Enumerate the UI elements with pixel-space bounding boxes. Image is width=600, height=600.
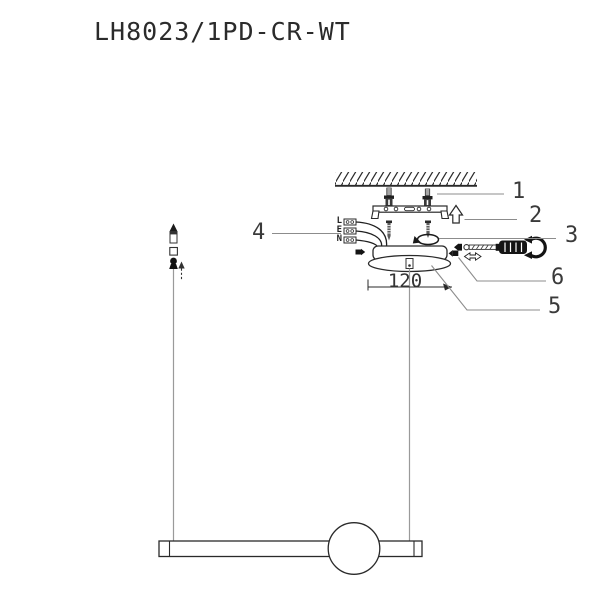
up-arrow-icon bbox=[448, 204, 464, 224]
dimension-line bbox=[367, 279, 452, 291]
callout-6: 6 bbox=[551, 265, 565, 290]
leader-6 bbox=[458, 257, 546, 282]
cable-adjuster-detail bbox=[169, 223, 185, 280]
leader-lines bbox=[272, 193, 556, 311]
leader-5 bbox=[431, 265, 540, 311]
ceiling-hatch-icon bbox=[335, 172, 477, 187]
callout-2: 2 bbox=[529, 203, 543, 228]
dimension-label: 120 bbox=[387, 270, 423, 292]
callout-1: 1 bbox=[512, 179, 526, 204]
lamp-sphere bbox=[327, 522, 381, 575]
rotation-arrow-icon bbox=[412, 233, 440, 246]
set-screw-right-icon bbox=[448, 250, 459, 257]
cord-grip bbox=[405, 258, 414, 269]
anchor-screw-icon bbox=[384, 187, 433, 208]
model-title: LH8023/1PD-CR-WT bbox=[94, 17, 351, 46]
screwdriver-icon bbox=[454, 235, 547, 262]
callout-5: 5 bbox=[548, 294, 562, 319]
terminal-label-earth: E bbox=[336, 225, 342, 235]
double-arrow-icon bbox=[463, 251, 482, 262]
canopy bbox=[367, 245, 452, 273]
screwdriver-rotation-icon bbox=[524, 235, 547, 259]
callout-4: 4 bbox=[252, 220, 266, 245]
callout-3: 3 bbox=[565, 223, 579, 248]
lamp-bar bbox=[158, 540, 423, 558]
terminal-label-neutral: N bbox=[336, 234, 342, 244]
bracket-fixing-screws bbox=[386, 220, 440, 246]
set-screw-left-icon bbox=[355, 248, 366, 256]
mains-terminals bbox=[343, 218, 357, 244]
terminal-label-live: L bbox=[336, 216, 342, 226]
mounting-bracket bbox=[370, 205, 450, 220]
dashed-up-arrow-icon bbox=[178, 261, 185, 280]
mains-wires bbox=[355, 221, 388, 248]
